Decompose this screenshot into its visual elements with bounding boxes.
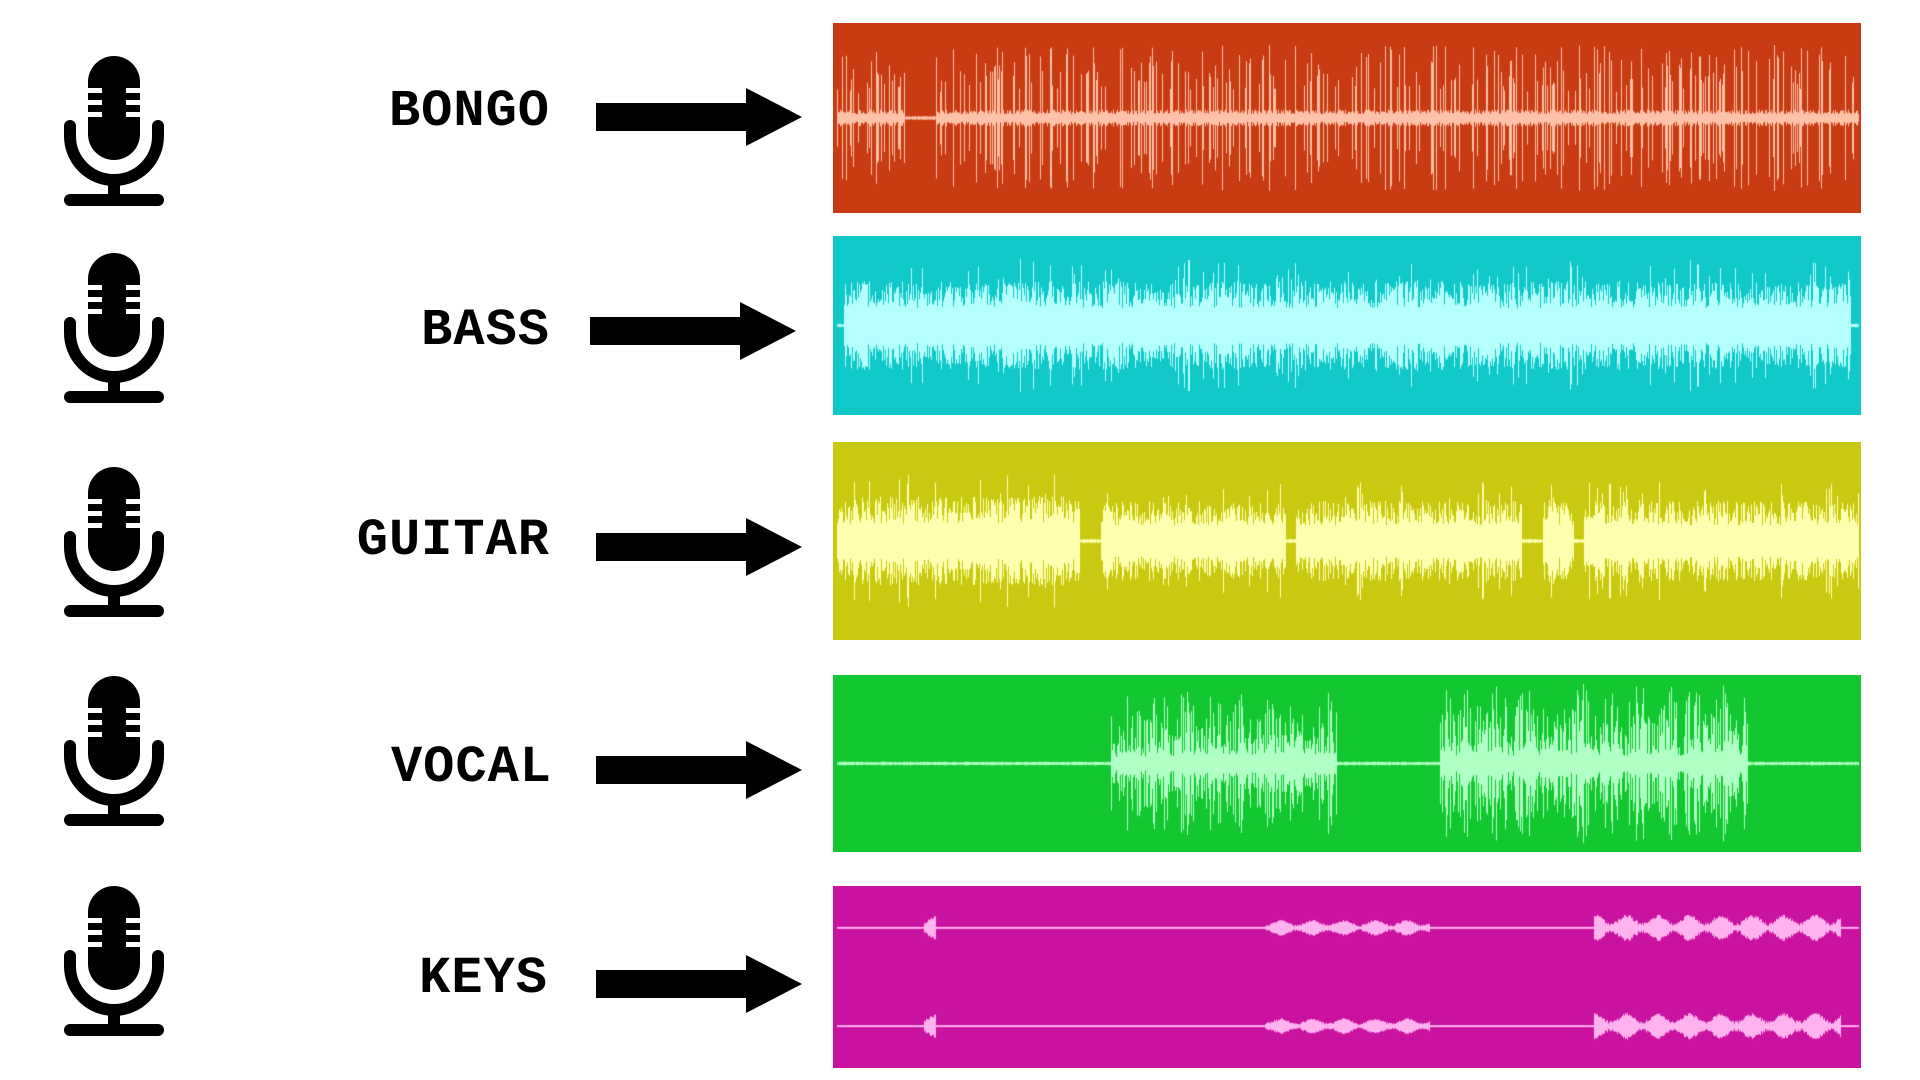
track-label-guitar: GUITAR <box>356 511 550 570</box>
track-label-bongo: BONGO <box>388 82 550 141</box>
arrow-right-icon <box>596 741 802 799</box>
track-label-bass: BASS <box>421 301 550 360</box>
arrow-right-icon <box>590 302 796 360</box>
waveform-panel-vocal[interactable] <box>833 675 1861 852</box>
waveform-panel-bass[interactable] <box>833 236 1861 415</box>
track-label-keys: KEYS <box>419 949 548 1008</box>
microphone-icon <box>62 886 166 1038</box>
microphone-icon <box>62 467 166 619</box>
microphone-icon <box>62 56 166 208</box>
arrow-right-icon <box>596 88 802 146</box>
waveform-panel-bongo[interactable] <box>833 23 1861 213</box>
waveform-panel-guitar[interactable] <box>833 442 1861 640</box>
track-label-vocal: VOCAL <box>390 738 552 797</box>
waveform-panel-keys[interactable] <box>833 886 1861 1068</box>
arrow-right-icon <box>596 955 802 1013</box>
arrow-right-icon <box>596 518 802 576</box>
microphone-icon <box>62 253 166 405</box>
microphone-icon <box>62 676 166 828</box>
